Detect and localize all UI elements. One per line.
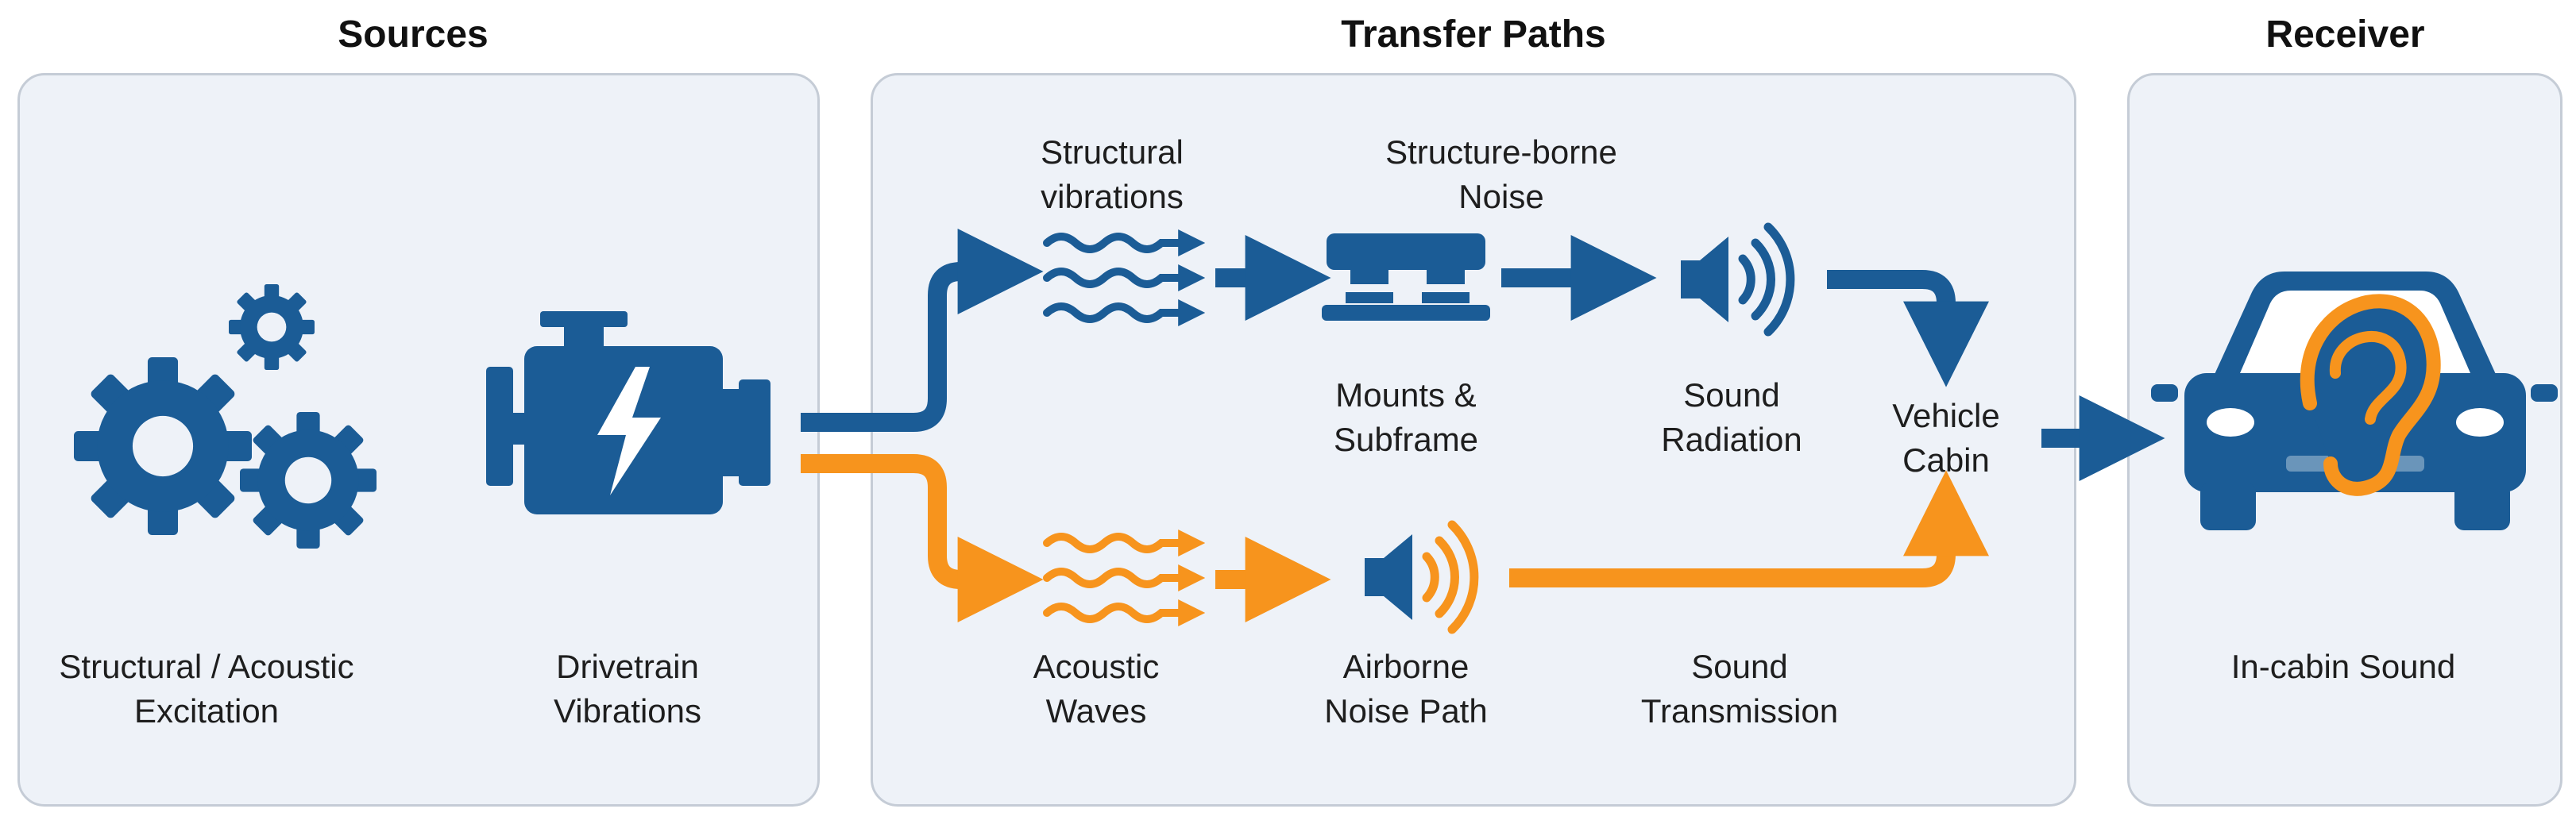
- wave-icon-structural: [1043, 229, 1206, 327]
- transfer-paths-panel: [871, 73, 2076, 807]
- airborne-noise-path-label: Airborne Noise Path: [1324, 648, 1488, 730]
- in-cabin-sound-label: In-cabin Sound: [2230, 648, 2456, 685]
- mount-icon: [1322, 233, 1490, 321]
- gears-icon: [74, 284, 377, 549]
- sound-transmission-label: Sound Transmission: [1640, 648, 1839, 730]
- sound-radiation-label: Sound Radiation: [1661, 376, 1802, 458]
- mounts-subframe-label: Mounts & Subframe: [1333, 376, 1479, 458]
- vehicle-cabin-label: Vehicle Cabin: [1892, 397, 2000, 479]
- car-ear-icon: [2151, 272, 2558, 530]
- sources-heading: Sources: [338, 13, 489, 56]
- structural-vibrations-label: Structural vibrations: [1041, 133, 1184, 215]
- structure-borne-noise-label: Structure-borne Noise: [1385, 133, 1617, 215]
- airborne-path: [801, 454, 1989, 622]
- transfer-paths-heading: Transfer Paths: [1341, 13, 1606, 56]
- speaker-icon-structural: [1681, 227, 1790, 332]
- receiver-heading: Receiver: [2265, 13, 2425, 56]
- acoustic-waves-label: Acoustic Waves: [1033, 648, 1160, 730]
- wave-icon-acoustic: [1043, 529, 1206, 627]
- structural-acoustic-excitation-label: Structural / Acoustic Excitation: [59, 648, 354, 730]
- speaker-icon-airborne: [1365, 520, 1479, 634]
- drivetrain-vibrations-label: Drivetrain Vibrations: [553, 648, 701, 730]
- engine-icon: [486, 311, 770, 514]
- structure-borne-path: [801, 229, 2165, 481]
